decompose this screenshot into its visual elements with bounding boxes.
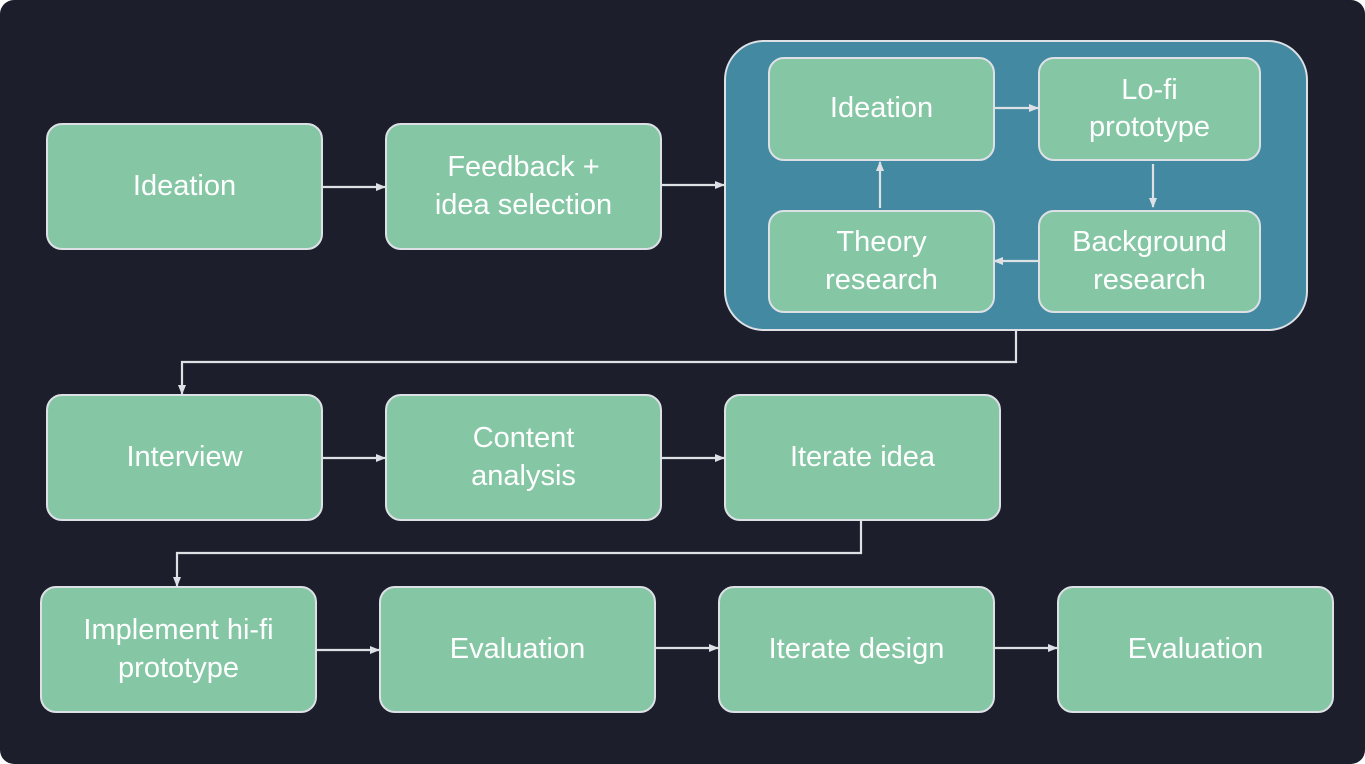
node-content-label: Content analysis (471, 422, 576, 492)
node-iterate-idea: Iterate idea (724, 394, 1001, 521)
node-theory-research: Theory research (768, 210, 995, 313)
node-ideation-inner: Ideation (768, 57, 995, 161)
node-evaluation-label: Evaluation (449, 632, 586, 665)
edge-group-to-interview (178, 331, 1018, 395)
edge-iterate-idea-to-hifi (173, 520, 863, 587)
node-lofi-prototype: Lo-fi prototype (1038, 57, 1261, 161)
node-background-research: Background research (1038, 210, 1261, 313)
node-implement-hifi-prototype: Implement hi-fi prototype (40, 586, 317, 713)
node-iterate-design-label: Iterate design (768, 632, 945, 665)
node-content-analysis: Content analysis (385, 394, 662, 521)
node-evaluation: Evaluation (379, 586, 656, 713)
node-feedback-idea-selection: Feedback + idea selection (385, 123, 662, 250)
node-feedback-label: Feedback + idea selection (434, 151, 613, 221)
node-iterate-idea-label: Iterate idea (789, 440, 936, 473)
node-theory-label: Theory research (825, 226, 938, 296)
node-background-label: Background research (1072, 226, 1227, 296)
node-interview-label: Interview (126, 440, 243, 473)
node-evaluation-final: Evaluation (1057, 586, 1334, 713)
node-iterate-design: Iterate design (718, 586, 995, 713)
node-ideation-inner-label: Ideation (829, 92, 934, 125)
node-lofi-label: Lo-fi prototype (1089, 73, 1210, 143)
node-evaluation-final-label: Evaluation (1127, 632, 1264, 665)
node-interview: Interview (46, 394, 323, 521)
node-hifi-label: Implement hi-fi prototype (83, 614, 274, 684)
node-ideation: Ideation (46, 123, 323, 250)
node-ideation-label: Ideation (132, 169, 237, 202)
